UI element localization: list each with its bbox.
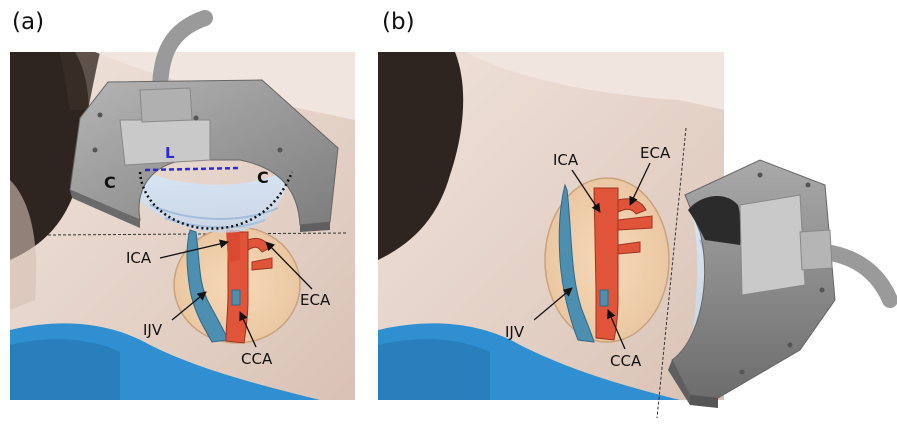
panel-b: ICA ECA IJV CCA — [378, 52, 890, 418]
label-ijv-b: IJV — [505, 323, 525, 341]
label-l: L — [165, 144, 175, 162]
label-eca-a: ECA — [300, 291, 331, 309]
label-cca-b: CCA — [610, 352, 642, 370]
vessel-ellipse-b — [545, 178, 669, 342]
label-c-right: C — [257, 168, 269, 187]
label-ica-b: ICA — [553, 151, 579, 169]
label-ica-a: ICA — [126, 249, 152, 267]
vessel-ellipse-a — [174, 227, 300, 343]
label-ijv-a: IJV — [143, 321, 163, 339]
panel-a: L C C ICA ECA IJV CCA — [10, 18, 355, 400]
label-c-left: C — [104, 173, 116, 192]
label-cca-a: CCA — [241, 350, 273, 368]
label-eca-b: ECA — [640, 144, 671, 162]
